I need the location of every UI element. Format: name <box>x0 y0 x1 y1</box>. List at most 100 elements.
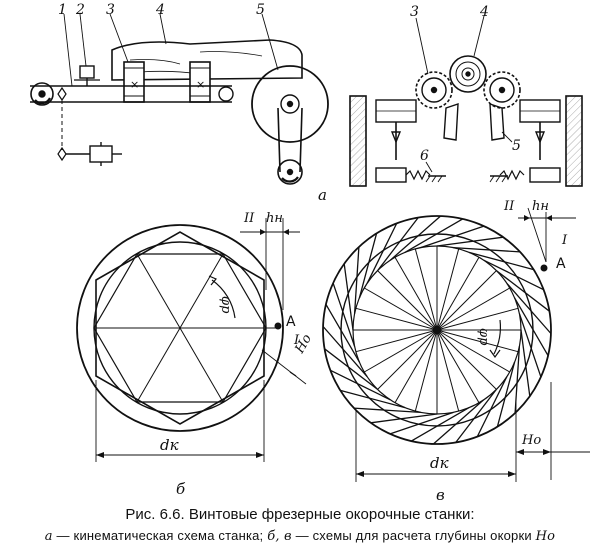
spoke-line <box>436 329 497 390</box>
caption-key-a: а <box>44 529 53 544</box>
spiral-blade-line <box>436 236 504 247</box>
spiral-blade-line <box>324 348 378 390</box>
caption-text-bv: — схемы для расчета глубины окорки <box>291 528 536 543</box>
section-callout-4: 4 <box>479 4 489 20</box>
spiral-blade-line <box>468 251 534 271</box>
spiral-blade-line <box>332 282 356 347</box>
figure-caption-legend: а — кинематическая схема станка; б, в — … <box>0 528 600 544</box>
cutter-head-5 <box>251 65 329 143</box>
spoke-line <box>394 329 438 403</box>
callout-3: 3 <box>106 2 115 18</box>
log-section <box>449 55 487 93</box>
mechanism-2 <box>79 65 95 79</box>
knife-right <box>489 103 505 141</box>
drive-motor <box>89 145 113 163</box>
spiral-blade-line <box>389 411 454 435</box>
spiral-blade-line <box>433 399 485 445</box>
diagram-b-label-II: II <box>243 211 255 226</box>
spiral-blade-line <box>506 282 552 334</box>
diagram-v-spiral-blades <box>322 215 552 445</box>
caption-key-bv: б, в <box>267 529 292 544</box>
diagram-v-label-hn: hн <box>532 199 549 214</box>
spiral-blade-line <box>377 217 419 271</box>
left-pulley <box>30 82 54 106</box>
diagram-v <box>322 207 590 482</box>
roller-right <box>483 71 521 109</box>
spiral-blade-line <box>520 329 531 397</box>
spiral-blade-line <box>322 326 368 378</box>
spiral-blade-line <box>453 246 521 253</box>
spoke-line <box>436 329 519 353</box>
svg-text:×: × <box>196 78 205 91</box>
diagram-b-label-hn: hн <box>266 211 283 226</box>
spoke-line <box>436 307 519 331</box>
spoke-line <box>436 329 480 403</box>
diagram-b-outer-circle <box>76 224 284 432</box>
diagram-v-label-I: I <box>561 233 568 248</box>
spoke-line <box>377 270 438 331</box>
diagram-v-label-dk: dк <box>430 454 449 472</box>
diagram-b <box>76 218 307 462</box>
spiral-blade-line <box>496 270 550 312</box>
diagram-v-label-II: II <box>503 199 515 214</box>
spiral-blade-line <box>325 303 360 363</box>
section-callout-3: 3 <box>410 4 419 20</box>
spiral-blade-line <box>404 218 464 253</box>
diagram-b-point-A <box>274 322 282 330</box>
diagram-v-outer-circle <box>322 215 552 445</box>
knife-left <box>443 103 459 141</box>
spoke-line <box>436 329 510 373</box>
spoke-line <box>436 257 480 331</box>
callout-4: 4 <box>155 2 165 18</box>
spiral-blade-line <box>389 215 441 261</box>
spiral-blade-line <box>514 297 549 357</box>
spiral-blade-line <box>455 389 497 443</box>
shaft-sprocket <box>218 86 234 102</box>
spiral-blade-line <box>353 407 421 414</box>
spiral-blade-line <box>358 233 378 299</box>
spoke-line <box>414 329 438 412</box>
spiral-blade-line <box>330 369 391 401</box>
spoke-line <box>355 307 438 331</box>
section-callout-5: 5 <box>512 138 521 154</box>
figure-caption-title: Рис. 6.6. Винтовые фрезерные окорочные с… <box>125 506 475 523</box>
diagram-v-label-phi: φр <box>476 328 491 346</box>
diagram-v-spokes <box>353 246 521 414</box>
spoke-line <box>436 287 510 331</box>
diagram-v-point-A <box>540 264 548 272</box>
spoke-line <box>436 329 460 412</box>
diagram-b-label-A: А <box>286 314 296 330</box>
roller-left <box>415 71 453 109</box>
diagram-v-label-H0: Hо <box>521 433 541 448</box>
callout-1: 1 <box>58 2 67 18</box>
machine-callouts: 1 2 3 4 5 а <box>58 2 327 204</box>
spiral-blade-line <box>483 259 544 291</box>
spoke-line <box>364 329 438 373</box>
spiral-blade-line <box>370 413 438 424</box>
callout-2: 2 <box>75 2 85 18</box>
log-shape <box>111 39 303 81</box>
part-label-v: в <box>436 486 445 504</box>
spoke-line <box>355 329 438 353</box>
svg-text:×: × <box>130 78 139 91</box>
diagram-b-label-phi: φр <box>218 296 233 314</box>
diagram-v-label-A: А <box>556 256 566 272</box>
caption-h0: Hо <box>535 529 556 544</box>
spiral-blade-line <box>353 246 360 314</box>
spoke-line <box>377 329 438 390</box>
spoke-line <box>414 248 438 331</box>
spiral-blade-line <box>410 407 470 442</box>
diagram-v-labels: II hн I А φр Hо dк в <box>430 199 568 504</box>
spiral-blade-line <box>420 225 485 249</box>
diagram-b-hexagon <box>95 231 265 425</box>
part-label-b: б <box>176 480 186 498</box>
spiral-blade-line <box>476 376 508 437</box>
spiral-blade-line <box>366 223 398 284</box>
spoke-line <box>394 257 438 331</box>
callout-5: 5 <box>256 2 265 18</box>
spiral-blade-line <box>518 313 542 378</box>
machine-scheme: × × <box>30 13 329 185</box>
spiral-blade-line <box>340 389 406 409</box>
